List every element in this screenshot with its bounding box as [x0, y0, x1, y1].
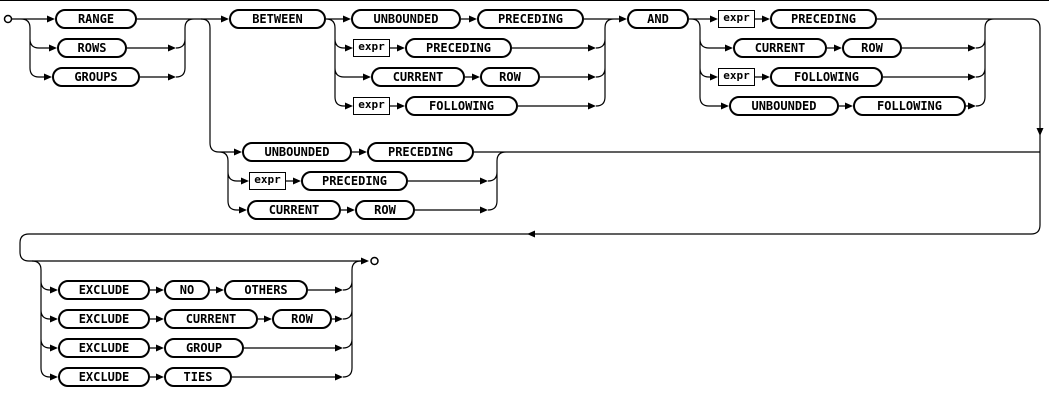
nonterminal-expr-4: expr [718, 68, 755, 86]
track-simple-frame-branch [200, 18, 1040, 211]
terminal-current-2: CURRENT [733, 38, 827, 58]
terminal-current-3: CURRENT [247, 200, 341, 220]
terminal-preceding-4: PRECEDING [367, 142, 474, 162]
terminal-exclude-1: EXCLUDE [58, 280, 150, 300]
terminal-rows: ROWS [57, 38, 127, 58]
terminal-row-4: ROW [272, 309, 332, 329]
terminal-exclude-4: EXCLUDE [58, 367, 150, 387]
terminal-group: GROUP [164, 338, 244, 358]
terminal-between: BETWEEN [229, 9, 326, 29]
terminal-following-1: FOLLOWING [405, 96, 518, 116]
terminal-following-2: FOLLOWING [770, 67, 883, 87]
terminal-no: NO [164, 280, 210, 300]
terminal-exclude-3: EXCLUDE [58, 338, 150, 358]
terminal-unbounded-2: UNBOUNDED [729, 96, 839, 116]
terminal-range: RANGE [55, 9, 137, 29]
terminal-preceding-2: PRECEDING [405, 38, 512, 58]
track-frame-type-branch [11, 18, 221, 78]
terminal-preceding-3: PRECEDING [770, 9, 877, 29]
terminal-groups: GROUPS [52, 67, 140, 87]
terminal-row-1: ROW [480, 67, 540, 87]
terminal-others: OTHERS [224, 280, 308, 300]
terminal-row-3: ROW [355, 200, 415, 220]
diagram-end-point [370, 256, 379, 266]
terminal-preceding-5: PRECEDING [301, 171, 408, 191]
terminal-and: AND [627, 9, 689, 29]
terminal-row-2: ROW [842, 38, 902, 58]
diagram-start-point [3, 14, 13, 24]
terminal-preceding-1: PRECEDING [477, 9, 584, 29]
terminal-exclude-2: EXCLUDE [58, 309, 150, 329]
terminal-current-4: CURRENT [164, 309, 258, 329]
track-between-branch [325, 18, 619, 107]
nonterminal-expr-3: expr [718, 10, 755, 28]
track-exclude-branch [31, 260, 362, 378]
nonterminal-expr-2: expr [353, 97, 390, 115]
terminal-following-3: FOLLOWING [853, 96, 966, 116]
nonterminal-expr-1: expr [353, 39, 390, 57]
terminal-ties: TIES [164, 367, 232, 387]
track-and-branch [19, 18, 1041, 262]
nonterminal-expr-5: expr [249, 172, 286, 190]
terminal-unbounded-1: UNBOUNDED [351, 9, 461, 29]
terminal-unbounded-3: UNBOUNDED [242, 142, 352, 162]
terminal-current-1: CURRENT [371, 67, 465, 87]
